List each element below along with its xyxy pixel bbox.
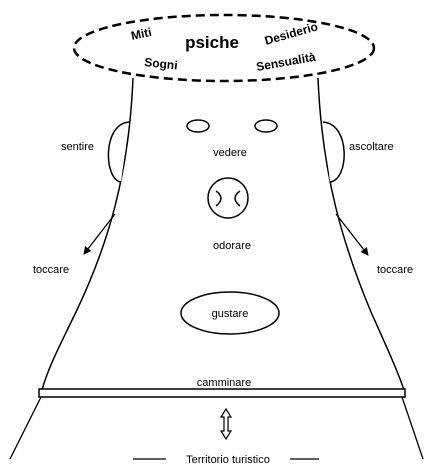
double-arrow: [221, 409, 231, 439]
left-eye: [187, 120, 209, 132]
gustare-label: gustare: [212, 308, 249, 320]
odorare-label: odorare: [213, 240, 251, 252]
left-touch-arrow: [84, 214, 115, 254]
psiche-label: psiche: [185, 33, 239, 52]
right-eye: [255, 120, 277, 132]
camminare-label: camminare: [197, 377, 251, 389]
base-right-line: [402, 397, 423, 459]
toccare-right-label: toccare: [377, 264, 413, 276]
base-left-line: [10, 397, 41, 459]
sentire-label: sentire: [61, 141, 94, 153]
right-touch-arrow: [336, 214, 368, 255]
nose-circle: [208, 178, 248, 218]
ascoltare-label: ascoltare: [349, 141, 394, 153]
toccare-left-label: toccare: [33, 264, 69, 276]
territorio-turistico-label: Territorio turistico: [186, 454, 270, 466]
vedere-label: vedere: [213, 147, 247, 159]
right-ear: [323, 122, 344, 182]
camminare-bar: [39, 389, 405, 397]
